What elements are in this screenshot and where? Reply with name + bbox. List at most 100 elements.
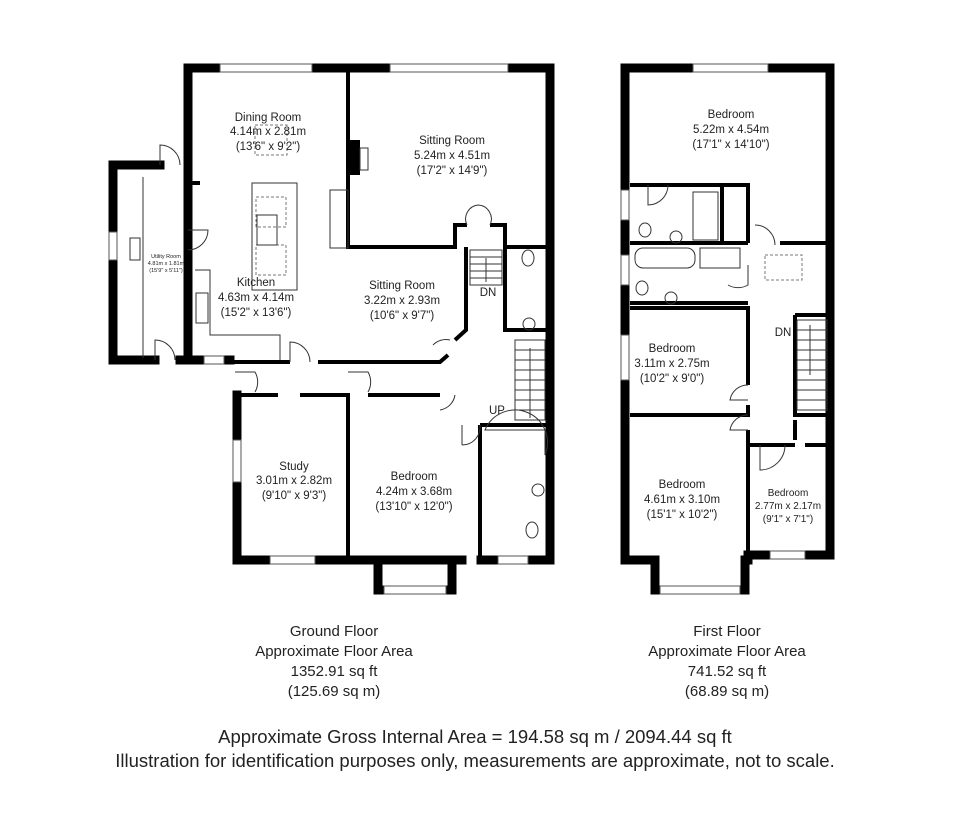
window <box>108 231 118 261</box>
hob-icon <box>256 214 278 246</box>
window <box>659 585 741 595</box>
room-label-kitchen: Kitchen 4.63m x 4.14m (15'2" x 13'6") <box>218 277 294 319</box>
door <box>235 371 259 393</box>
room-imperial: (15'9" x 5'11") <box>149 268 183 274</box>
door <box>439 394 456 411</box>
room-label-utility-room: Utility Room 4.81m x 1.81m (15'9" x 5'11… <box>148 254 185 274</box>
hearth <box>359 147 369 171</box>
sink-icon <box>129 237 141 261</box>
room-label-dining-room: Dining Room 4.14m x 2.81m (13'6" x 9'2") <box>230 112 306 153</box>
door <box>727 265 749 289</box>
door <box>289 341 311 363</box>
toilet-icon <box>521 249 535 267</box>
caption-title: First Floor <box>693 623 761 640</box>
bath-icon <box>634 247 696 269</box>
caption-subtitle: Approximate Floor Area <box>255 643 413 660</box>
window <box>219 63 313 73</box>
french-doors <box>465 204 492 226</box>
window <box>692 63 769 73</box>
stair-up-label: UP <box>489 405 505 417</box>
stair-down-label: DN <box>480 287 497 299</box>
room-metric: 4.24m x 3.68m <box>376 486 452 498</box>
shower-icon <box>484 409 548 456</box>
disclaimer-text: Illustration for identification purposes… <box>115 750 834 771</box>
room-metric: 3.01m x 2.82m <box>256 475 332 487</box>
room-label-bedroom-4: Bedroom 2.77m x 2.17m (9'1" x 7'1") <box>755 488 821 525</box>
toilet-icon <box>525 521 539 539</box>
window <box>620 334 630 381</box>
room-name: Bedroom <box>649 343 696 355</box>
basin-icon <box>669 230 683 244</box>
room-name: Bedroom <box>391 471 438 483</box>
skylight <box>255 196 287 228</box>
door <box>187 229 209 251</box>
caption-subtitle: Approximate Floor Area <box>648 643 806 660</box>
room-metric: 4.14m x 2.81m <box>230 126 306 138</box>
room-label-bedroom-2: Bedroom 3.11m x 2.75m (10'2" x 9'0") <box>634 343 709 385</box>
shower-bath-icon <box>699 247 741 269</box>
window <box>769 550 806 560</box>
door <box>729 414 749 431</box>
door <box>754 224 776 246</box>
door <box>729 384 749 401</box>
window <box>497 555 529 565</box>
room-imperial: (15'1" x 10'2") <box>647 509 718 521</box>
caption-sqft: 741.52 sq ft <box>688 663 767 680</box>
room-name: Dining Room <box>235 112 301 124</box>
staircase <box>469 249 546 421</box>
room-name: Bedroom <box>768 488 809 499</box>
room-name: Bedroom <box>708 109 755 121</box>
room-name: Kitchen <box>237 277 275 289</box>
shower-icon <box>692 191 719 241</box>
caption-sqm: (68.89 sq m) <box>685 683 769 700</box>
room-name: Sitting Room <box>419 135 485 147</box>
sink-icon <box>195 292 209 324</box>
room-imperial: (13'10" x 12'0") <box>375 501 452 513</box>
room-imperial: (9'1" x 7'1") <box>763 514 813 525</box>
ground-floor-plan: Dining Room 4.14m x 2.81m (13'6" x 9'2")… <box>108 63 555 595</box>
room-name: Utility Room <box>151 254 181 260</box>
caption-sqft: 1352.91 sq ft <box>291 663 379 680</box>
window <box>232 439 242 483</box>
room-imperial: (13'6" x 9'2") <box>236 141 301 153</box>
kitchen-island <box>251 182 298 291</box>
room-imperial: (17'1" x 14'10") <box>692 139 769 151</box>
skylight <box>254 124 288 156</box>
toilet-icon <box>635 280 649 296</box>
ground-floor-caption: Ground Floor Approximate Floor Area 1352… <box>255 623 413 700</box>
room-label-study: Study 3.01m x 2.82m (9'10" x 9'3") <box>256 461 332 502</box>
room-metric: 4.63m x 4.14m <box>218 292 294 304</box>
door <box>154 339 176 361</box>
interior-walls <box>188 68 550 560</box>
window <box>269 555 316 565</box>
room-imperial: (9'10" x 9'3") <box>262 490 327 502</box>
first-floor-plan: Bedroom 5.22m x 4.54m (17'1" x 14'10") B… <box>620 63 835 595</box>
kitchen-unit <box>329 189 349 249</box>
window <box>620 254 630 286</box>
first-floor-caption: First Floor Approximate Floor Area 741.5… <box>648 623 806 700</box>
room-metric: 5.22m x 4.54m <box>693 124 769 136</box>
basin-icon <box>522 317 536 331</box>
window <box>383 585 447 595</box>
toilet-icon <box>638 222 652 238</box>
room-name: Study <box>279 461 309 473</box>
room-metric: 3.11m x 2.75m <box>634 358 709 370</box>
chimney-breast <box>350 140 360 175</box>
room-metric: 2.77m x 2.17m <box>755 501 821 512</box>
room-name: Bedroom <box>659 479 706 491</box>
room-imperial: (10'6" x 9'7") <box>370 310 435 322</box>
caption-title: Ground Floor <box>290 623 378 640</box>
room-imperial: (15'2" x 13'6") <box>221 307 292 319</box>
worktop <box>195 269 281 360</box>
door <box>432 339 451 346</box>
window <box>389 63 509 73</box>
stair-down-label: DN <box>775 327 792 339</box>
room-metric: 5.24m x 4.51m <box>414 150 490 162</box>
utility-room-wall <box>108 160 193 365</box>
room-imperial: (10'2" x 9'0") <box>640 373 705 385</box>
door <box>461 424 481 446</box>
basin-icon <box>664 291 678 305</box>
door <box>159 144 181 166</box>
room-metric: 3.22m x 2.93m <box>364 295 440 307</box>
